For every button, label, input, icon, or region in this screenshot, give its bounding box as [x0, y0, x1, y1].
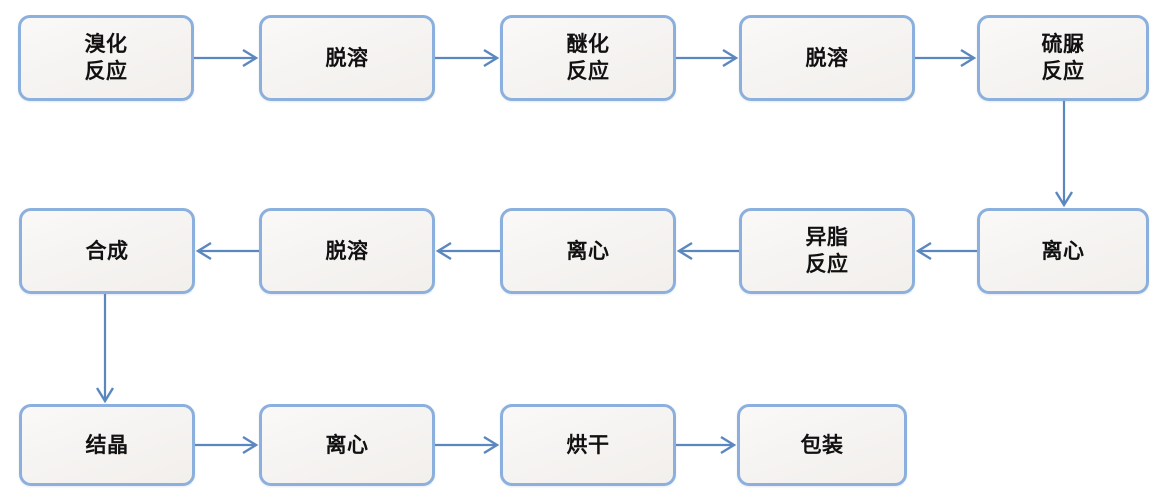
- process-node-label: 合成: [85, 238, 129, 263]
- flow-arrow: [195, 435, 259, 455]
- process-node-label: 脱溶: [325, 45, 369, 70]
- flow-arrow: [435, 48, 500, 68]
- process-node-label: 硫脲 反应: [1041, 32, 1085, 83]
- flow-arrow: [435, 435, 500, 455]
- process-node-label: 烘干: [566, 432, 610, 457]
- process-node[interactable]: 脱溶: [259, 15, 435, 101]
- process-node[interactable]: 烘干: [500, 404, 676, 486]
- process-node[interactable]: 异脂 反应: [739, 208, 915, 294]
- process-node-label: 溴化 反应: [84, 32, 128, 83]
- process-node-label: 离心: [566, 238, 610, 263]
- process-node-label: 离心: [1041, 238, 1085, 263]
- process-node[interactable]: 硫脲 反应: [977, 15, 1149, 101]
- flow-arrow: [676, 435, 737, 455]
- process-node[interactable]: 包装: [737, 404, 907, 486]
- flow-arrow: [95, 294, 115, 404]
- flow-arrow: [435, 241, 500, 261]
- process-node[interactable]: 离心: [259, 404, 435, 486]
- process-node[interactable]: 合成: [19, 208, 195, 294]
- flow-arrow: [194, 48, 259, 68]
- process-node[interactable]: 醚化 反应: [500, 15, 676, 101]
- process-node[interactable]: 脱溶: [739, 15, 915, 101]
- process-node-label: 异脂 反应: [805, 225, 849, 276]
- flow-arrow: [195, 241, 259, 261]
- process-node[interactable]: 离心: [977, 208, 1149, 294]
- process-node-label: 脱溶: [805, 45, 849, 70]
- process-node[interactable]: 离心: [500, 208, 676, 294]
- process-node-label: 醚化 反应: [566, 32, 610, 83]
- process-node-label: 脱溶: [325, 238, 369, 263]
- process-node[interactable]: 脱溶: [259, 208, 435, 294]
- process-node[interactable]: 结晶: [19, 404, 195, 486]
- process-node[interactable]: 溴化 反应: [18, 15, 194, 101]
- flow-arrow: [915, 48, 977, 68]
- flow-arrow: [676, 48, 739, 68]
- process-node-label: 离心: [325, 432, 369, 457]
- flow-arrow: [915, 241, 977, 261]
- flow-arrow: [1054, 101, 1074, 208]
- process-node-label: 包装: [800, 432, 844, 457]
- process-node-label: 结晶: [85, 432, 129, 457]
- flow-arrow: [676, 241, 739, 261]
